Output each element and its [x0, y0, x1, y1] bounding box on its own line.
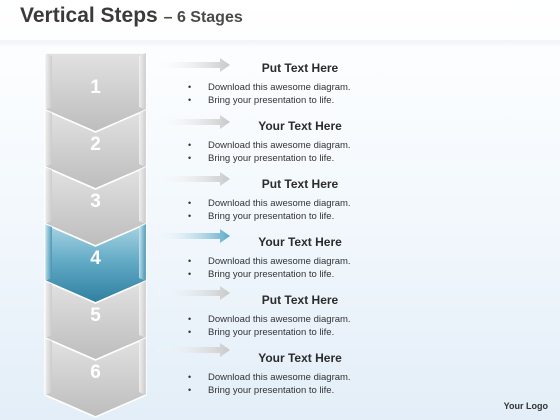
bullet-text: Download this awesome diagram.: [208, 140, 351, 151]
bullet-item: • Bring your presentation to life.: [185, 384, 351, 397]
bullet-text: Bring your presentation to life.: [208, 153, 335, 164]
bullet-text: Bring your presentation to life.: [208, 385, 335, 396]
step-chevron-3: 3: [44, 165, 147, 247]
bullet-item: • Bring your presentation to life.: [185, 326, 351, 339]
page-title: Vertical Steps – 6 Stages: [20, 4, 243, 28]
bullet-list: • Download this awesome diagram. • Bring yo…: [185, 255, 351, 281]
bullet-text: Bring your presentation to life.: [208, 95, 335, 106]
bullet-dot: •: [188, 256, 192, 266]
bullet-dot: •: [188, 372, 192, 382]
step-bevel-right: [139, 167, 146, 224]
bullet-dot: •: [188, 327, 192, 337]
bullet-dot: •: [188, 95, 192, 105]
bullet-dot: •: [188, 198, 192, 208]
title-main: Vertical Steps: [20, 4, 158, 27]
bullet-item: • Download this awesome diagram.: [185, 255, 351, 268]
step-number: 6: [90, 362, 101, 383]
stage-heading: Put Text Here: [261, 293, 339, 307]
step-bevel-right: [139, 224, 146, 281]
stage-heading: Put Text Here: [261, 177, 339, 191]
step-number: 1: [90, 77, 101, 98]
bullet-text: Bring your presentation to life.: [208, 269, 335, 280]
bullet-dot: •: [188, 269, 192, 279]
bullet-item: • Download this awesome diagram.: [185, 371, 351, 384]
step-number: 3: [90, 191, 101, 212]
header-band: [0, 40, 560, 48]
bullet-item: • Bring your presentation to life.: [185, 152, 351, 165]
bullet-text: Bring your presentation to life.: [208, 327, 335, 338]
step-number: 2: [90, 134, 101, 155]
bullet-dot: •: [188, 211, 192, 221]
title-subtitle: – 6 Stages: [163, 9, 243, 26]
step-arrow: [152, 343, 230, 357]
step-bevel-right: [139, 110, 146, 167]
step-bevel-right: [139, 338, 146, 395]
stage-heading: Your Text Here: [258, 235, 342, 249]
step-chevron-6: 6: [44, 336, 147, 418]
bullet-list: • Download this awesome diagram. • Bring yo…: [185, 139, 351, 165]
bullet-list: • Download this awesome diagram. • Bring yo…: [185, 197, 351, 223]
step-arrow: [152, 58, 230, 72]
bullet-item: • Bring your presentation to life.: [185, 268, 351, 281]
step-arrow: [152, 172, 230, 186]
stage-heading: Put Text Here: [261, 61, 339, 75]
bullet-item: • Bring your presentation to life.: [185, 210, 351, 223]
bullet-item: • Bring your presentation to life.: [185, 94, 351, 107]
bullet-dot: •: [188, 385, 192, 395]
bullet-text: Download this awesome diagram.: [208, 314, 351, 325]
bullet-list: • Download this awesome diagram. • Bring yo…: [185, 371, 351, 397]
bullet-text: Download this awesome diagram.: [208, 256, 351, 267]
step-arrow: [152, 115, 230, 129]
step-arrow: [152, 286, 230, 300]
bullet-list: • Download this awesome diagram. • Bring yo…: [185, 313, 351, 339]
bullet-text: Download this awesome diagram.: [208, 372, 351, 383]
step-number: 4: [90, 248, 101, 269]
step-number: 5: [90, 305, 101, 326]
step-bevel-left: [45, 281, 52, 338]
logo-placeholder: Your Logo: [503, 401, 548, 411]
bullet-item: • Download this awesome diagram.: [185, 197, 351, 210]
bullet-list: • Download this awesome diagram. • Bring yo…: [185, 81, 351, 107]
step-bevel-right: [139, 53, 146, 110]
bullet-dot: •: [188, 153, 192, 163]
bullet-text: Download this awesome diagram.: [208, 198, 351, 209]
step-bevel-left: [45, 53, 52, 110]
bullet-dot: •: [188, 82, 192, 92]
step-bevel-left: [45, 110, 52, 167]
stage-heading: Your Text Here: [258, 351, 342, 365]
bullet-item: • Download this awesome diagram.: [185, 139, 351, 152]
step-arrow: [152, 229, 230, 243]
bullet-text: Download this awesome diagram.: [208, 82, 351, 93]
bullet-dot: •: [188, 314, 192, 324]
bullet-text: Bring your presentation to life.: [208, 211, 335, 222]
stage-heading: Your Text Here: [258, 119, 342, 133]
step-bevel-right: [139, 281, 146, 338]
step-bevel-left: [45, 224, 52, 281]
step-bevel-left: [45, 167, 52, 224]
step-bevel-left: [45, 338, 52, 395]
bullet-item: • Download this awesome diagram.: [185, 81, 351, 94]
bullet-item: • Download this awesome diagram.: [185, 313, 351, 326]
bullet-dot: •: [188, 140, 192, 150]
